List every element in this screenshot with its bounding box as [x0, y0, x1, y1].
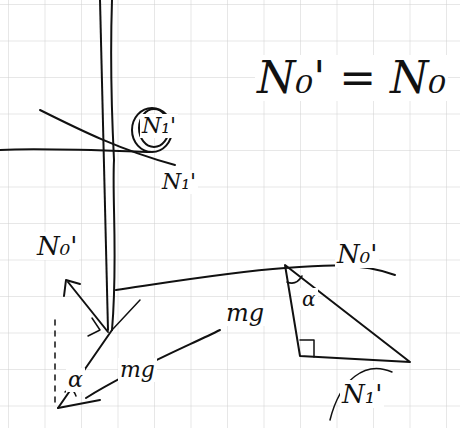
scribble	[330, 369, 392, 420]
dashed-line	[54, 320, 56, 405]
force-label: α	[300, 288, 318, 310]
force-label: N₀'	[35, 232, 79, 260]
ground-line	[58, 400, 100, 408]
right-angle-mark	[88, 318, 100, 336]
rod	[58, 330, 112, 408]
wall-line	[111, 0, 115, 330]
wall-line	[100, 0, 108, 330]
force-label: N₀'	[335, 240, 379, 268]
force-label: mg	[118, 358, 157, 382]
tangent-line	[112, 300, 140, 330]
leader-curve	[86, 330, 220, 398]
force-label: N₀' = N₀	[255, 55, 448, 101]
force-label: N₁'	[160, 170, 198, 194]
force-label: N₁'	[340, 380, 384, 408]
arrow-head	[64, 280, 80, 296]
force-triangle	[285, 265, 410, 362]
right-angle-mark	[300, 340, 314, 357]
angle-arc	[287, 276, 302, 283]
force-label: N₁'	[140, 114, 178, 138]
leader-curve	[116, 265, 395, 290]
force-label: mg	[224, 300, 266, 326]
force-label: α	[66, 368, 85, 392]
force-arrow	[68, 282, 108, 332]
